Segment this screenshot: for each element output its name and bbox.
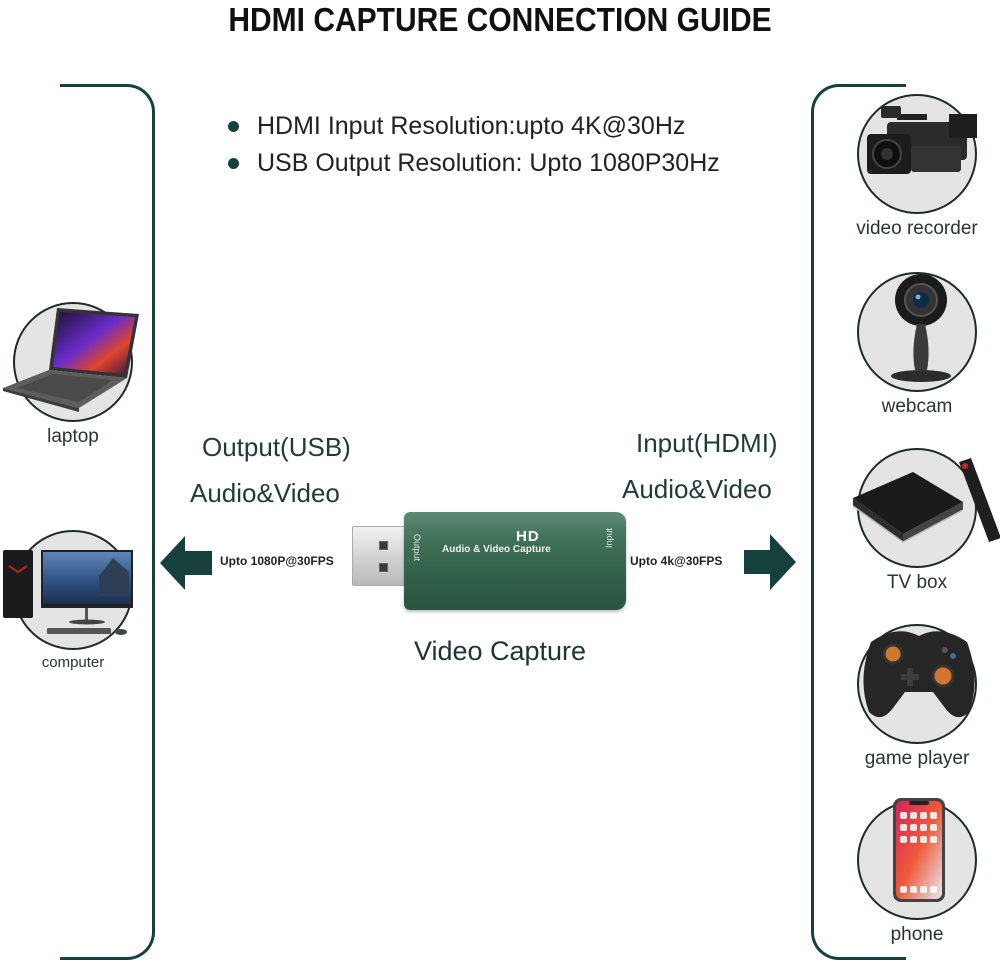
device-caption: Video Capture bbox=[413, 636, 587, 666]
arrow-left-icon bbox=[160, 536, 212, 590]
input-devices-bracket bbox=[811, 84, 906, 960]
bullet-icon bbox=[228, 158, 239, 169]
device-label: computer bbox=[41, 654, 105, 671]
capture-dongle: Output HD Audio & Video Capture Input bbox=[352, 512, 632, 612]
spec-item: USB Output Resolution: Upto 1080P30Hz bbox=[228, 145, 720, 182]
dongle-text: Audio & Video Capture bbox=[442, 544, 551, 555]
hd-badge: HD bbox=[516, 528, 540, 545]
spec-item: HDMI Input Resolution:upto 4K@30Hz bbox=[228, 108, 720, 145]
spec-list: HDMI Input Resolution:upto 4K@30Hz USB O… bbox=[228, 108, 720, 182]
arrow-right-icon bbox=[744, 534, 796, 590]
laptop-icon bbox=[3, 302, 139, 422]
usb-pin bbox=[379, 563, 388, 572]
output-port-label: Output bbox=[412, 534, 422, 562]
desktop-computer-icon bbox=[3, 530, 133, 650]
device-laptop: laptop bbox=[3, 302, 139, 448]
device-label: webcam bbox=[881, 396, 953, 417]
usb-pin bbox=[379, 541, 388, 550]
usb-plug bbox=[352, 526, 410, 586]
spec-text: USB Output Resolution: Upto 1080P30Hz bbox=[257, 149, 720, 177]
tv-box-icon bbox=[853, 448, 1000, 568]
device-label: video recorder bbox=[856, 218, 978, 239]
output-rate: Upto 1080P@30FPS bbox=[220, 554, 334, 568]
smartphone-icon bbox=[857, 798, 977, 920]
bullet-icon bbox=[228, 121, 239, 132]
page-title: HDMI CAPTURE CONNECTION GUIDE bbox=[228, 2, 772, 39]
device-label: laptop bbox=[47, 426, 99, 447]
spec-text: HDMI Input Resolution:upto 4K@30Hz bbox=[257, 112, 686, 140]
input-subheading: Audio&Video bbox=[622, 474, 772, 504]
camcorder-icon bbox=[857, 94, 977, 214]
webcam-icon bbox=[857, 272, 977, 392]
device-label: game player bbox=[864, 748, 970, 769]
gamepad-icon bbox=[857, 624, 977, 744]
output-subheading: Audio&Video bbox=[190, 478, 340, 508]
dongle-body: Output HD Audio & Video Capture Input bbox=[404, 512, 626, 610]
input-rate: Upto 4k@30FPS bbox=[630, 554, 723, 568]
device-webcam: webcam bbox=[852, 272, 982, 418]
device-label: phone bbox=[890, 924, 944, 945]
device-game-player: game player bbox=[852, 624, 982, 770]
input-port-label: Input bbox=[604, 527, 614, 548]
device-video-recorder: video recorder bbox=[852, 94, 982, 240]
device-computer: computer bbox=[3, 530, 138, 671]
output-devices-bracket bbox=[60, 84, 155, 960]
device-phone: phone bbox=[852, 798, 982, 946]
input-heading: Input(HDMI) bbox=[636, 428, 778, 458]
device-label: TV box bbox=[886, 572, 948, 593]
output-heading: Output(USB) bbox=[202, 432, 351, 462]
device-tv-box: TV box bbox=[852, 448, 1000, 594]
